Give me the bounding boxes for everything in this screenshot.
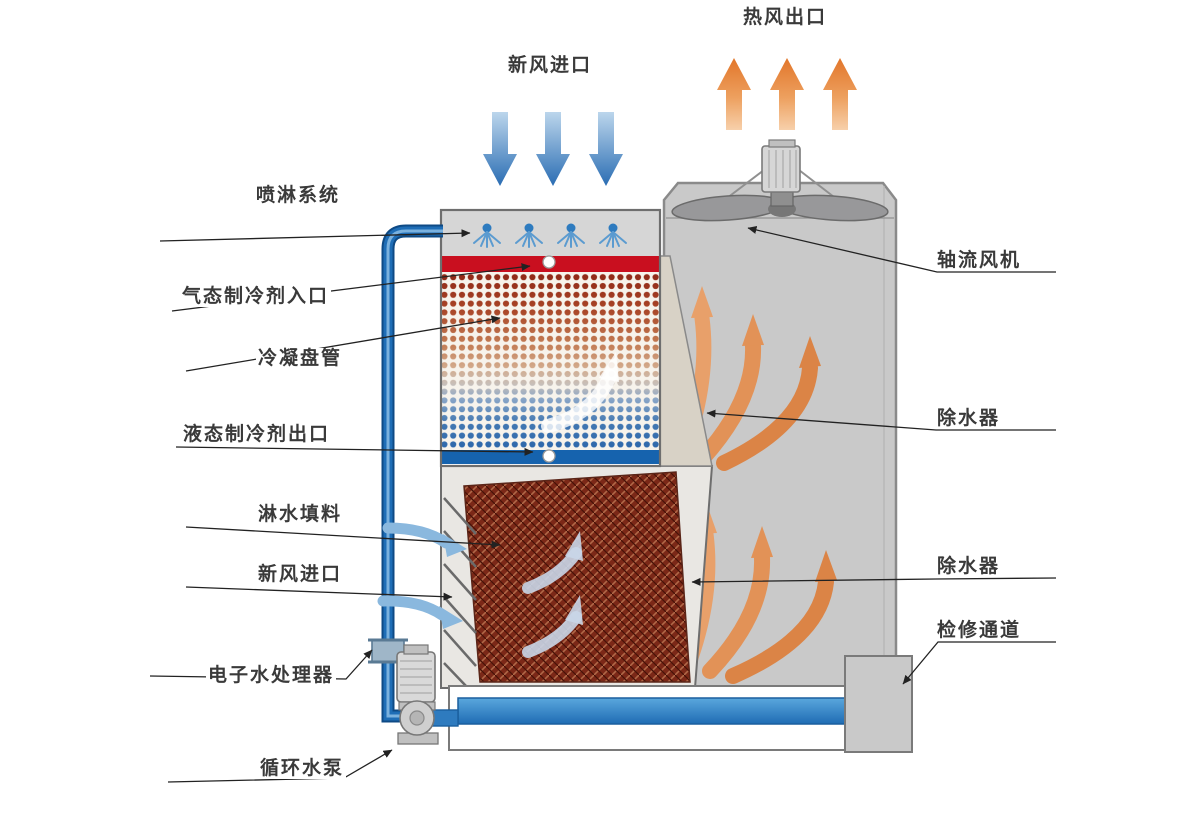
label-fresh-air-inlet-top: 新风进口 [506, 54, 595, 76]
leader-condensing-coil [185, 315, 501, 372]
spray-plenum [441, 210, 660, 256]
label-electronic-water-processor: 电子水处理器 [206, 664, 337, 686]
label-drift-eliminator-upper: 除水器 [935, 407, 1003, 429]
fresh-air-side-arrows [377, 522, 467, 629]
label-circulating-pump: 循环水泵 [258, 757, 347, 779]
leader-spray-system [159, 229, 471, 242]
label-gas-refrigerant-inlet: 气态制冷剂入口 [180, 285, 332, 307]
fresh-air-inlet-arrows [483, 112, 623, 186]
condenser-chamber [439, 208, 713, 468]
inlet-louvers [443, 497, 477, 687]
gas-inlet-port [542, 255, 556, 269]
label-drift-eliminator-lower: 除水器 [935, 555, 1003, 577]
label-access-passage: 检修通道 [935, 619, 1024, 641]
circulating-pump [396, 644, 459, 745]
leader-axial-fan [747, 226, 1056, 273]
water-basin [448, 655, 913, 753]
label-liquid-refrigerant-outlet: 液态制冷剂出口 [181, 423, 333, 445]
fan-hub [770, 191, 794, 207]
basin-water [457, 697, 846, 725]
fan-motor [761, 145, 801, 193]
leader-fill-packing [185, 526, 501, 549]
leader-drift-eliminator-lower [691, 577, 1057, 586]
access-step [844, 655, 913, 753]
fill-packing [463, 471, 691, 683]
circulation-pipe [381, 224, 443, 723]
pump-outlet [431, 709, 459, 727]
fill-airflow-arrows [522, 531, 583, 658]
label-axial-fan: 轴流风机 [935, 249, 1024, 271]
leader-fresh-air-inlet-left [185, 586, 453, 601]
coil-airflow-arrow [541, 352, 619, 433]
label-fresh-air-inlet-left: 新风进口 [256, 563, 345, 585]
leader-liquid-refrigerant-outlet [175, 446, 534, 456]
label-spray-system: 喷淋系统 [254, 184, 343, 206]
axial-fan [671, 139, 889, 222]
label-hot-air-outlet: 热风出口 [741, 6, 830, 28]
fill-chamber [440, 465, 714, 700]
leader-access-passage [902, 641, 1056, 685]
liquid-outlet-port [542, 449, 556, 463]
hot-air-outlet-arrows [717, 58, 857, 130]
leader-lines [149, 226, 1057, 783]
label-fill-packing: 淋水填料 [256, 503, 345, 525]
label-condensing-coil: 冷凝盘管 [256, 347, 345, 369]
leader-drift-eliminator-upper [706, 409, 1056, 431]
